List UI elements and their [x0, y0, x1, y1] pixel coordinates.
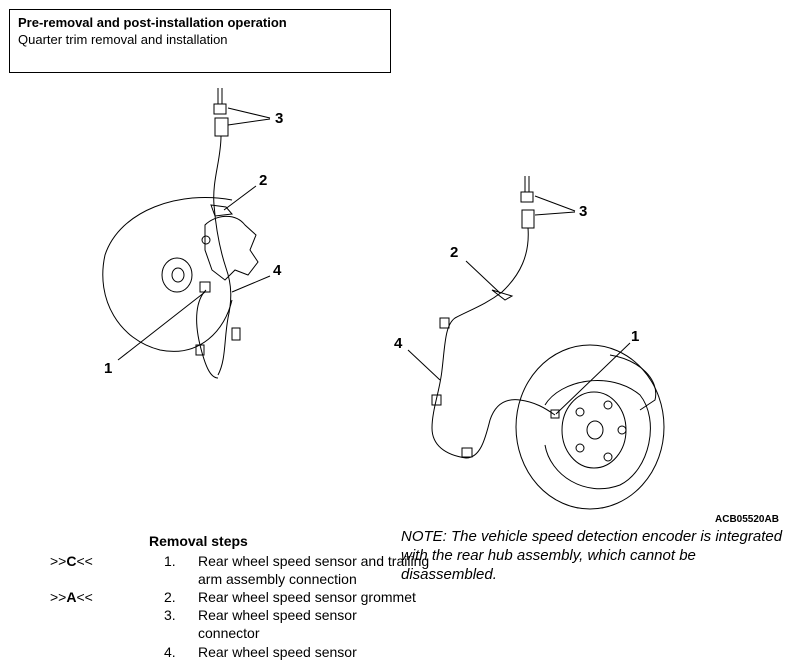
right-callout-2: 2 [450, 244, 459, 261]
left-harness-top [217, 88, 223, 104]
right-callout-4: 4 [394, 335, 403, 352]
right-clip-1 [439, 317, 450, 329]
right-leader-3a [534, 195, 576, 212]
header-subtitle: Quarter trim removal and installation [18, 32, 228, 47]
right-leader-1 [555, 342, 631, 415]
left-diagram [102, 88, 271, 379]
right-lug-4 [575, 443, 585, 453]
right-callout-3: 3 [579, 203, 588, 220]
right-clip-2 [431, 394, 442, 406]
right-leader-3b [534, 211, 576, 216]
right-dust-shield [609, 354, 657, 411]
right-sensor-head [550, 409, 560, 419]
left-hub-outer [161, 257, 193, 293]
step-number: 1. [164, 553, 176, 569]
left-leader-2 [223, 185, 257, 211]
right-hub-center [586, 420, 604, 440]
left-leader-4 [231, 275, 271, 293]
step-ref: >>C<< [50, 553, 93, 569]
right-leader-2 [465, 260, 501, 294]
right-lug-1 [603, 400, 613, 410]
step-label: Rear wheel speed sensor grommet [198, 589, 416, 605]
step-number: 2. [164, 589, 176, 605]
right-hub [561, 391, 627, 469]
figure-code: ACB05520AB [715, 514, 779, 525]
left-connector [214, 117, 229, 137]
left-leader-1 [117, 291, 206, 361]
left-callout-3: 3 [275, 110, 284, 127]
left-callout-1: 1 [104, 360, 113, 377]
header-title: Pre-removal and post-installation operat… [18, 15, 287, 30]
note-text: NOTE: The vehicle speed detection encode… [401, 528, 783, 583]
right-connector [521, 209, 535, 229]
right-connector-clip [520, 191, 534, 203]
right-clip-3 [461, 447, 473, 458]
step-label: Rear wheel speed sensor [198, 644, 357, 660]
removal-step-4: 4. Rear wheel speed sensor [50, 643, 395, 661]
removal-step-3: 3. Rear wheel speed sensor connector [50, 606, 395, 642]
step-number: 3. [164, 607, 176, 623]
right-lug-5 [575, 407, 585, 417]
right-brake-disc-outer [515, 344, 665, 510]
left-knuckle [204, 215, 259, 281]
removal-step-2: >>A<< 2. Rear wheel speed sensor grommet [50, 588, 416, 606]
left-cable [213, 135, 232, 376]
right-diagram [407, 176, 665, 510]
left-connector-clip [213, 103, 227, 115]
right-grommet [491, 289, 514, 301]
removal-steps-title: Removal steps [149, 533, 248, 549]
left-grommet [210, 204, 233, 217]
left-brake-disc [102, 196, 233, 352]
left-hub-inner [171, 267, 185, 283]
step-label: Rear wheel speed sensor connector [198, 607, 357, 641]
left-callout-4: 4 [273, 262, 282, 279]
step-label: Rear wheel speed sensor and trailing arm… [198, 553, 430, 587]
right-rotor-face [544, 380, 651, 490]
right-lug-3 [603, 452, 613, 462]
step-ref: >>A<< [50, 589, 93, 605]
header-box: Pre-removal and post-installation operat… [9, 9, 391, 73]
right-harness-top [524, 176, 530, 192]
right-callout-1: 1 [631, 328, 640, 345]
left-leader-3b [227, 118, 271, 126]
left-leader-3a [227, 107, 271, 119]
right-lug-2 [617, 425, 627, 435]
left-callout-2: 2 [259, 172, 268, 189]
left-clip-1 [231, 327, 241, 341]
left-clip-2 [195, 344, 205, 356]
right-leader-4 [407, 349, 441, 381]
left-bolt [201, 235, 211, 245]
right-cable [431, 227, 556, 459]
step-number: 4. [164, 644, 176, 660]
removal-step-1: >>C<< 1. Rear wheel speed sensor and tra… [50, 552, 429, 588]
